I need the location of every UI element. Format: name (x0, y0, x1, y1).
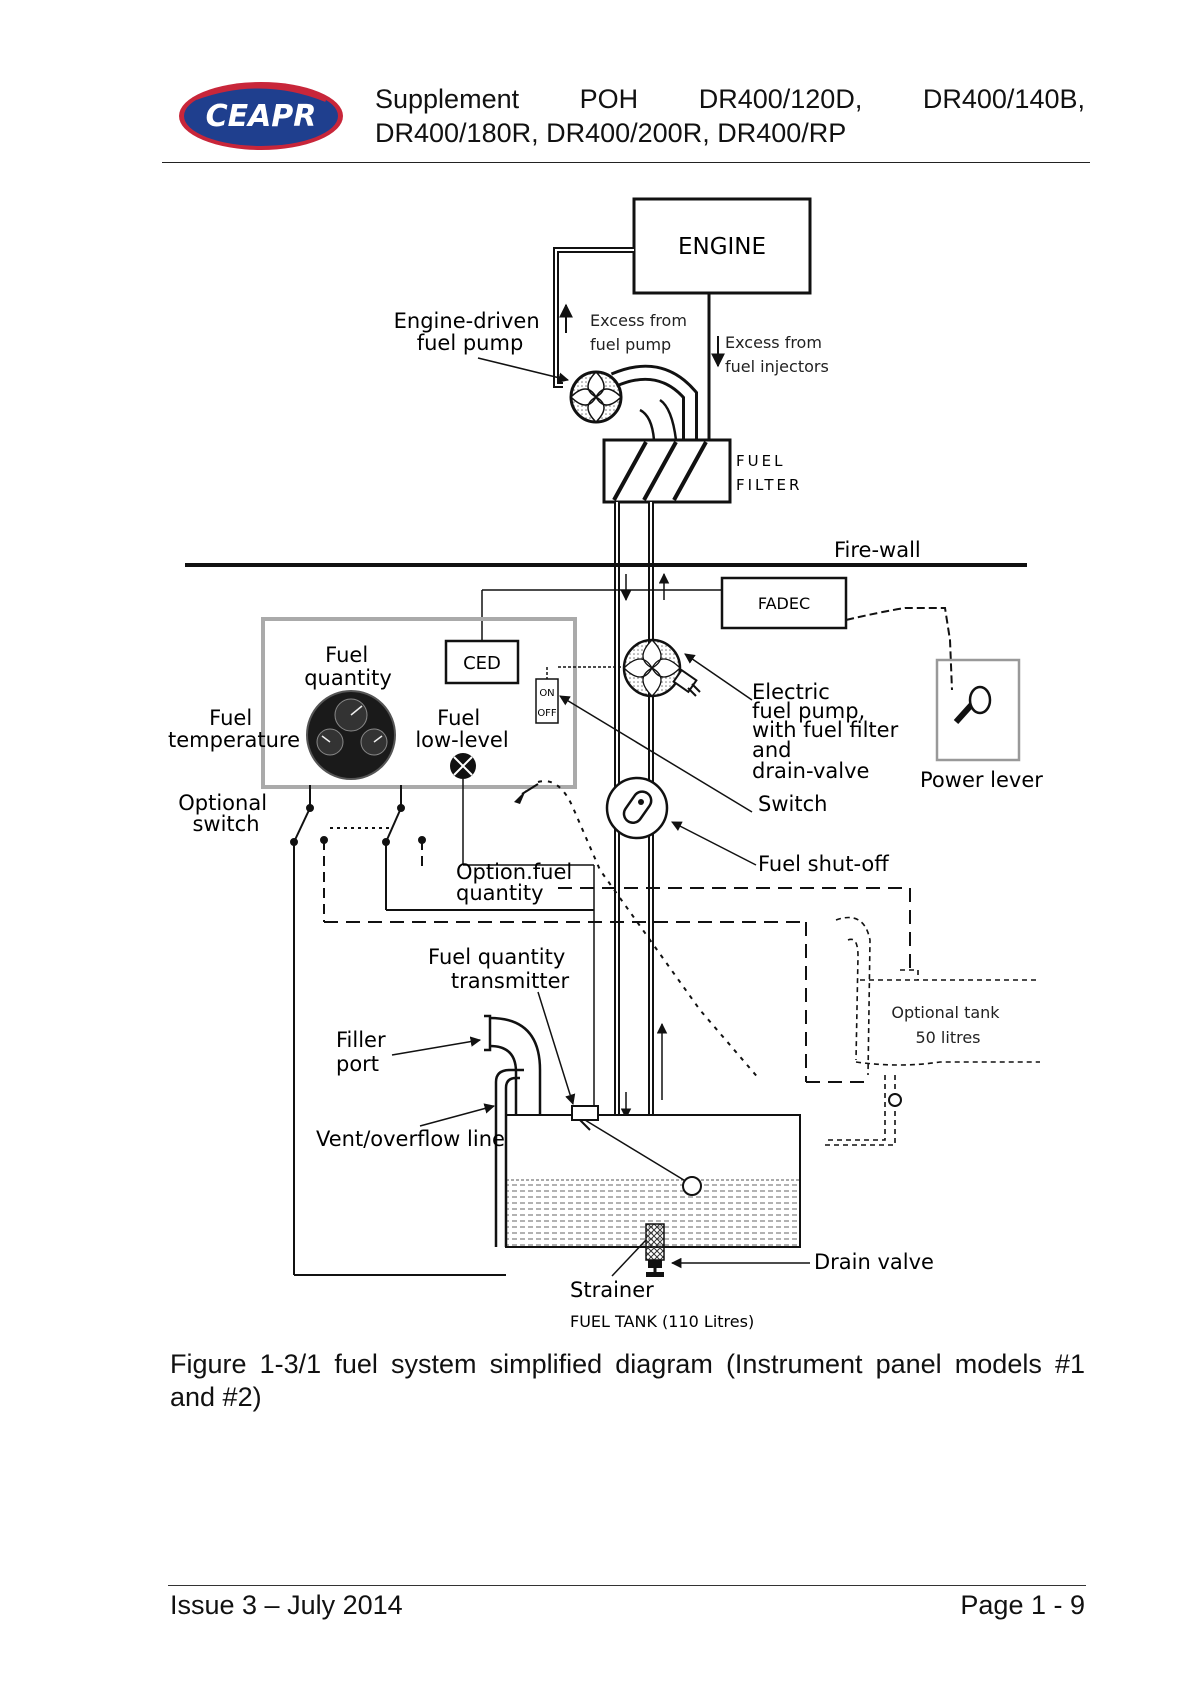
power-lever (953, 685, 992, 725)
title-word: POH (579, 84, 639, 114)
switch-on-label: ON (539, 688, 554, 699)
fuel-quantity-transmitter (571, 1105, 702, 1196)
drain-valve (646, 1260, 664, 1277)
optional-tank-label: Optional tank 50 litres (891, 1003, 1004, 1047)
excess-injectors-label: Excess from fuel injectors (725, 333, 829, 376)
title-word: DR400/120D, (698, 84, 863, 114)
instrument-panel-frame (261, 617, 577, 789)
low-level-lamp (450, 753, 476, 779)
optional-switch-wiring (290, 785, 594, 1276)
engine-label: ENGINE (678, 234, 766, 260)
optional-switch-label: Optional switch (178, 791, 273, 836)
optional-tank (824, 916, 1040, 1146)
fuel-shutoff-label: Fuel shut-off (758, 852, 889, 876)
fadec-box (720, 576, 848, 630)
fuel-temperature-label: Fuel temperature (168, 706, 300, 752)
title-word: DR400/140B, (922, 84, 1085, 114)
optional-tank-lines (324, 887, 911, 1083)
fuel-system-diagram: ENGINE Engine-driven fuel pump Excess fr… (168, 197, 1043, 1330)
ceapr-logo: CEAPR (179, 82, 343, 150)
switch-off-label: OFF (537, 708, 557, 719)
switch-label: Switch (758, 792, 827, 816)
footer-divider (168, 1585, 1086, 1586)
filler-port (484, 1014, 542, 1115)
option-fuel-quantity-label: Option.fuel quantity (456, 860, 579, 905)
header-divider (162, 162, 1090, 163)
issue-date: Issue 3 – July 2014 (170, 1590, 403, 1620)
transmitter-label: Fuel quantity transmitter (428, 945, 572, 993)
electric-fuel-pump (622, 638, 701, 698)
power-lever-label: Power lever (920, 768, 1043, 792)
filler-port-label: Filler port (336, 1028, 392, 1076)
drain-tool-icon (514, 783, 539, 804)
title-word: Supplement (375, 84, 520, 114)
title-line-2: DR400/180R, DR400/200R, DR400/RP (375, 118, 847, 148)
excess-pump-label: Excess from fuel pump (590, 311, 692, 354)
strainer (645, 1223, 665, 1261)
electric-pump-label: Electric fuel pump, with fuel filter and… (752, 680, 905, 783)
vent-overflow-line (494, 1068, 524, 1247)
ced-label: CED (463, 653, 501, 674)
fuel-low-level-label: Fuel low-level (415, 706, 508, 752)
power-lever-panel (935, 658, 1021, 762)
fuel-filter (602, 438, 732, 504)
drain-valve-label: Drain valve (814, 1250, 934, 1274)
fuel-shutoff-valve (605, 776, 669, 840)
engine-box (632, 197, 812, 295)
engine-driven-pump-label: Engine-driven fuel pump (394, 309, 547, 355)
ced-box (444, 639, 520, 685)
fuel-quantity-label: Fuel quantity (304, 643, 392, 690)
fuel-gauge (306, 690, 396, 780)
fuel-tank-label: FUEL TANK (110 Litres) (570, 1312, 754, 1330)
figure-caption: Figure 1-3/1 fuel system simplified diag… (170, 1349, 1085, 1412)
firewall-label: Fire-wall (834, 538, 921, 562)
fuel-filter-label: FUEL FILTER (736, 452, 802, 494)
vent-label: Vent/overflow line (316, 1127, 505, 1151)
strainer-label: Strainer (570, 1278, 654, 1302)
fadec-label: FADEC (758, 594, 810, 613)
document-title: Supplement POH DR400/120D, DR400/140B, D… (375, 82, 1085, 150)
logo-text: CEAPR (206, 99, 317, 134)
page-number: Page 1 - 9 (960, 1590, 1085, 1620)
